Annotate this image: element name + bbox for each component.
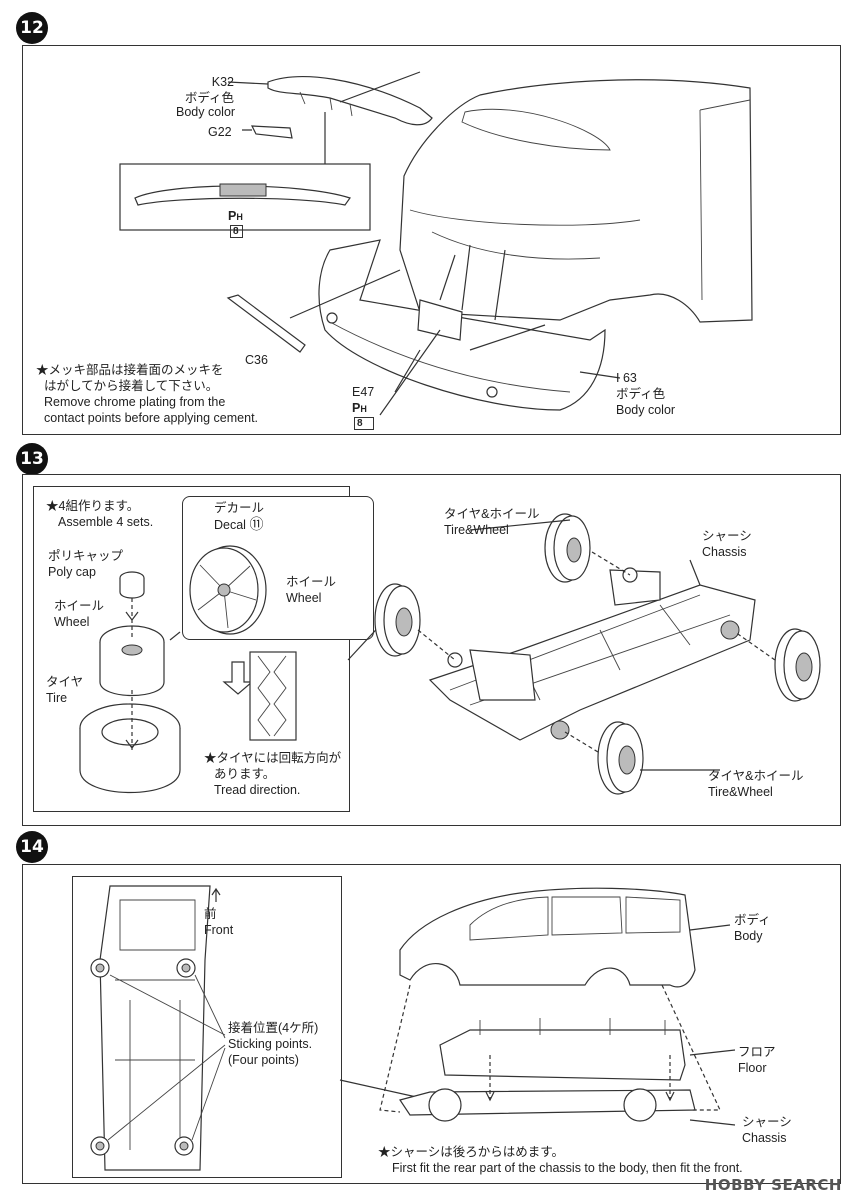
wheel-label: ホイール Wheel (54, 598, 104, 630)
step-13-badge: 13 (16, 443, 48, 475)
i63-code: I 63 (616, 371, 637, 385)
note-jp-2: はがしてから接着して下さい。 (44, 379, 219, 393)
g22-label: G22 (208, 125, 232, 139)
front-jp: 前 (204, 907, 217, 921)
note-en-2: contact points before applying cement. (44, 411, 259, 425)
decal-en: Decal ⑪ (214, 516, 264, 533)
decal-en-text: Decal (214, 518, 246, 532)
tw-bot-jp: タイヤ&ホイール (708, 769, 804, 783)
note-jp-1: ★メッキ部品は接着面のメッキを (36, 363, 224, 377)
i63-jp: ボディ色 (616, 387, 666, 401)
polycap-label: ポリキャップ Poly cap (48, 548, 123, 580)
wheel-en: Wheel (54, 615, 90, 629)
assemble-en: Assemble 4 sets. (58, 515, 154, 529)
e47-num: 8 (354, 417, 375, 430)
front-label: 前 Front (204, 906, 233, 938)
ph-num: 8 (230, 225, 243, 238)
decal-num: ⑪ (249, 516, 264, 532)
body-label: ボディ Body (734, 912, 771, 944)
body-jp: ボディ (734, 913, 771, 927)
wheel2-en: Wheel (286, 591, 322, 605)
assemble-note: ★4組作ります。 Assemble 4 sets. (46, 498, 153, 530)
tread-jp-2: あります。 (214, 767, 276, 781)
tire-wheel-rl (374, 583, 421, 657)
e47-label: E47 PH 8 (352, 384, 375, 430)
chassis13-label: シャーシ Chassis (702, 528, 752, 560)
tire-label: タイヤ Tire (46, 674, 83, 706)
s14-note-en: First fit the rear part of the chassis t… (392, 1161, 743, 1175)
k32-jp: ボディ色 (184, 91, 234, 105)
chassis13-en: Chassis (702, 545, 747, 559)
decal-label: デカール Decal ⑪ (214, 500, 264, 533)
e47-code: E47 (352, 385, 375, 399)
tw-bot-label: タイヤ&ホイール Tire&Wheel (708, 768, 803, 800)
stick-en-2: (Four points) (228, 1053, 299, 1067)
tire-wheel-rr (597, 721, 644, 795)
polycap-jp: ポリキャップ (48, 549, 124, 563)
assemble-jp: ★4組作ります。 (46, 499, 140, 513)
note-en-1: Remove chrome plating from the (44, 395, 226, 409)
polycap-en: Poly cap (48, 565, 96, 579)
ph-p: P (228, 209, 237, 223)
chassis14-en: Chassis (742, 1131, 787, 1145)
c36-label: C36 (245, 353, 268, 367)
tread-note: ★タイヤには回転方向が あります。 Tread direction. (204, 750, 341, 798)
front-en: Front (204, 923, 234, 937)
chassis14-label: シャーシ Chassis (742, 1114, 792, 1146)
tire-en: Tire (46, 691, 68, 705)
wheel-jp: ホイール (54, 599, 105, 613)
ph-h: H (236, 212, 243, 222)
tw-bot-en: Tire&Wheel (708, 785, 773, 799)
hobby-search-watermark: HOBBY SEARCH (704, 1176, 842, 1194)
floor-jp: フロア (738, 1045, 776, 1059)
k32-label: K32 ボディ色 (178, 74, 234, 106)
decal-jp: デカール (214, 501, 265, 515)
k32-en: Body color (176, 105, 236, 119)
tw-top-en: Tire&Wheel (444, 523, 509, 537)
e47-p: P (352, 401, 361, 415)
sticking-label: 接着位置(4ケ所) Sticking points. (Four points) (228, 1020, 318, 1068)
floor-en: Floor (738, 1061, 767, 1075)
step-12-badge: 12 (16, 12, 48, 44)
body-en: Body (734, 929, 763, 943)
ph-mark-inset: PH 8 (228, 208, 243, 238)
chassis13-jp: シャーシ (702, 529, 752, 543)
i63-en: Body color (616, 403, 676, 417)
i63-label: I 63 ボディ色 Body color (616, 370, 675, 418)
tw-top-label: タイヤ&ホイール Tire&Wheel (444, 506, 539, 538)
wheel2-jp: ホイール (286, 575, 337, 589)
k32-code: K32 (211, 75, 234, 89)
chassis14-jp: シャーシ (742, 1115, 792, 1129)
tire-wheel-fr (774, 628, 821, 702)
step-14-note: ★シャーシは後ろからはめます。 First fit the rear part … (378, 1144, 743, 1176)
e47-h: H (360, 404, 367, 414)
stick-jp: 接着位置(4ケ所) (228, 1021, 319, 1035)
wheel2-label: ホイール Wheel (286, 574, 336, 606)
step-14-badge: 14 (16, 831, 48, 863)
tread-en: Tread direction. (214, 783, 301, 797)
tread-jp-1: ★タイヤには回転方向が (204, 751, 342, 765)
tire-jp: タイヤ (46, 675, 84, 689)
step-12-note: ★メッキ部品は接着面のメッキを はがしてから接着して下さい。 Remove ch… (36, 362, 258, 426)
tw-top-jp: タイヤ&ホイール (444, 507, 540, 521)
floor-label: フロア Floor (738, 1044, 776, 1076)
tire-wheel-fl (544, 513, 591, 583)
s14-note-jp: ★シャーシは後ろからはめます。 (378, 1145, 565, 1159)
stick-en-1: Sticking points. (228, 1037, 313, 1051)
e47-ph: PH 8 (352, 400, 375, 430)
